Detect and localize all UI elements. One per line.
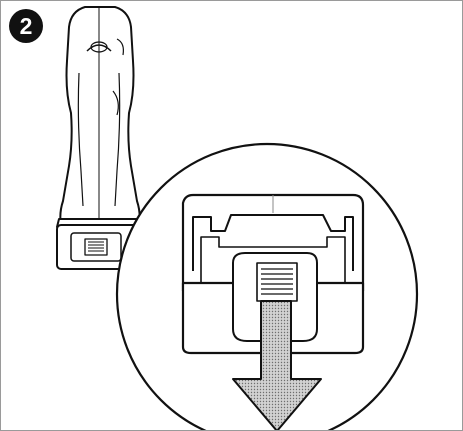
drill-body xyxy=(56,6,144,234)
arrow-down-icon xyxy=(232,300,322,430)
drill-battery-pack xyxy=(56,224,144,270)
step-number-badge: 2 xyxy=(9,9,43,43)
magnified-battery-detail xyxy=(181,193,365,355)
